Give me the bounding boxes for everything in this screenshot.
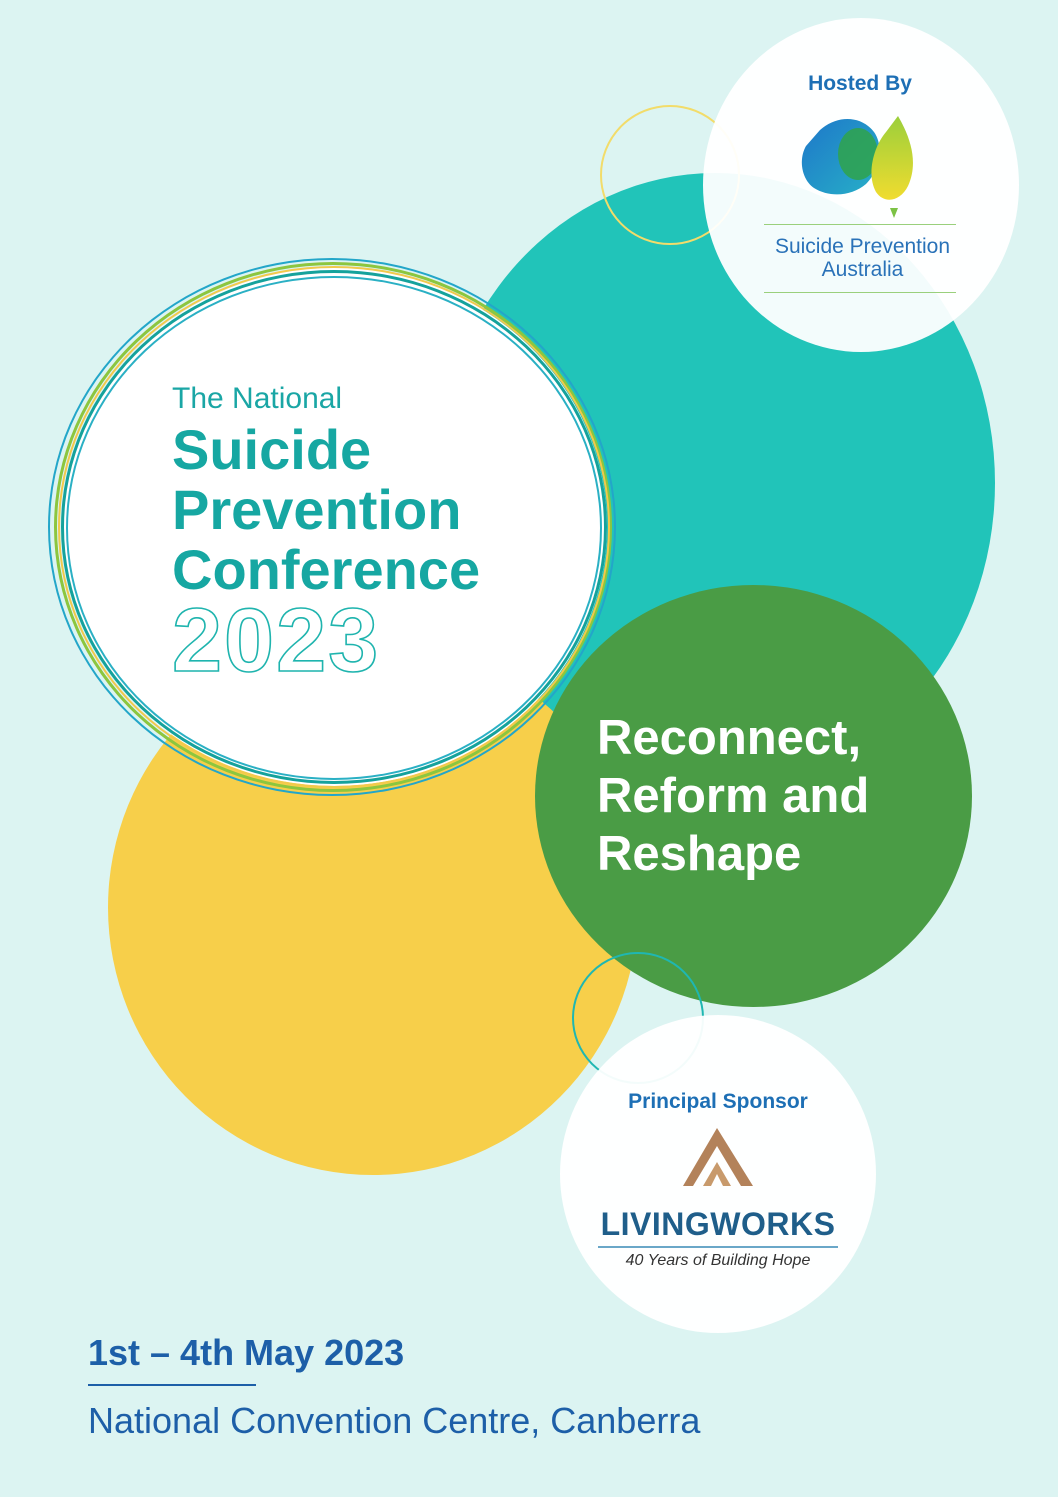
title-ring-inner bbox=[66, 276, 602, 780]
date-divider bbox=[88, 1384, 256, 1386]
title-ring-blue bbox=[48, 258, 616, 796]
mountain-peak-logo-icon bbox=[683, 1128, 753, 1186]
host-divider-bottom bbox=[764, 292, 956, 293]
conference-prefix: The National bbox=[172, 382, 343, 415]
sponsor-label: Principal Sponsor bbox=[628, 1090, 808, 1113]
host-divider-top bbox=[764, 224, 956, 225]
sponsor-tagline: 40 Years of Building Hope bbox=[625, 1252, 811, 1269]
conference-title-line1: Suicide bbox=[172, 418, 372, 481]
title-ring-teal bbox=[61, 270, 607, 784]
conference-title-line3: Conference bbox=[172, 538, 481, 601]
tagline-line2: Reform and bbox=[597, 769, 870, 823]
australia-map-logo-icon bbox=[801, 116, 913, 218]
conference-title-line2: Prevention bbox=[172, 478, 462, 541]
tagline-line3: Reshape bbox=[597, 827, 802, 881]
conference-year: 2023 bbox=[171, 590, 381, 692]
host-org-name-line2: Australia bbox=[821, 258, 904, 281]
title-ring-green bbox=[54, 262, 612, 792]
title-ring-yellow bbox=[58, 266, 610, 788]
event-date: 1st – 4th May 2023 bbox=[88, 1332, 405, 1373]
event-venue: National Convention Centre, Canberra bbox=[88, 1400, 701, 1441]
tagline-line1: Reconnect, bbox=[597, 711, 862, 765]
green-tagline-circle bbox=[535, 585, 972, 1007]
sponsor-name: LIVINGWORKS bbox=[600, 1206, 836, 1242]
host-org-name-line1: Suicide Prevention bbox=[774, 235, 951, 258]
sponsor-divider bbox=[598, 1246, 838, 1248]
host-label: Hosted By bbox=[808, 72, 912, 95]
